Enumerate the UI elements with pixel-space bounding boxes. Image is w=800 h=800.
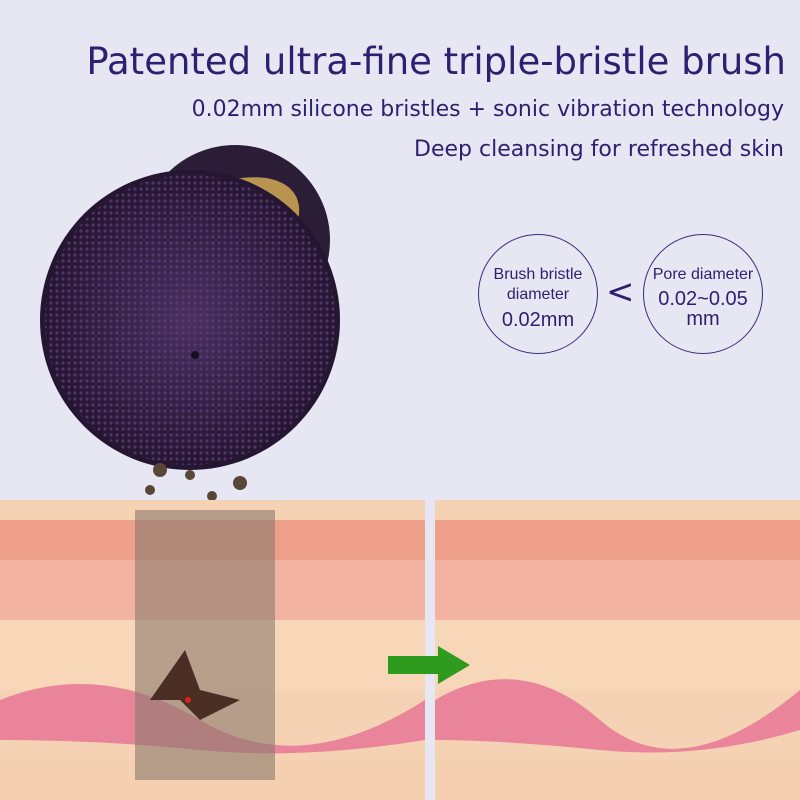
bristle-value: 0.02mm xyxy=(501,309,575,331)
skin-left xyxy=(0,500,425,800)
bristle-diameter-circle: Brush bristle diameter 0.02mm xyxy=(478,234,598,354)
pore-diameter-circle: Pore diameter 0.02~0.05 mm xyxy=(643,234,763,354)
less-than-sign: < xyxy=(606,272,635,312)
arrow-icon xyxy=(388,646,470,684)
brush-head xyxy=(40,145,340,470)
dirt-particles xyxy=(145,463,247,501)
subtitle-2: Deep cleansing for refreshed skin xyxy=(414,137,784,162)
page-title: Patented ultra-fine triple-bristle brush xyxy=(86,40,786,83)
subtitle-1: 0.02mm silicone bristles + sonic vibrati… xyxy=(191,97,784,122)
bristle-label: Brush bristle diameter xyxy=(493,266,583,303)
pore-label: Pore diameter xyxy=(652,266,754,283)
pore-value: 0.02~0.05 mm xyxy=(658,288,748,330)
skin-right xyxy=(435,500,800,800)
